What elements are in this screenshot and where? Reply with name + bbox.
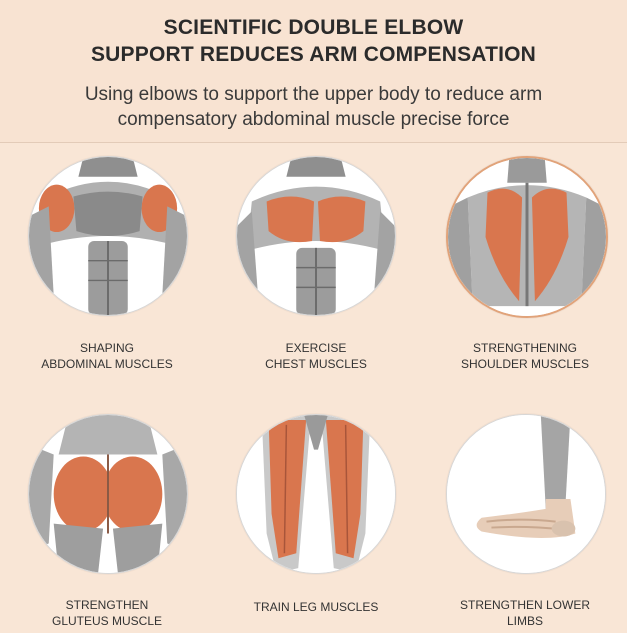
caption-line-2: LIMBS bbox=[506, 614, 543, 628]
caption-line-2: GLUTEUS MUSCLE bbox=[51, 614, 163, 628]
caption-line-2: CHEST MUSCLES bbox=[265, 357, 367, 371]
title-line-2: SUPPORT REDUCES ARM COMPENSATION bbox=[90, 43, 537, 66]
caption-line-1: STRENGTHEN bbox=[65, 598, 149, 612]
caption-line-1: STRENGTHENING bbox=[472, 341, 577, 355]
caption-line-1: EXERCISE bbox=[285, 341, 347, 355]
shoulder-muscles-illustration bbox=[446, 156, 608, 318]
subtitle-line-2: compensatory abdominal muscle precise fo… bbox=[117, 109, 510, 130]
header-banner: SCIENTIFIC DOUBLE ELBOW SUPPORT REDUCES … bbox=[0, 0, 627, 143]
caption-line-2: ABDOMINAL MUSCLES bbox=[41, 357, 173, 371]
caption-chest-muscles: EXERCISE CHEST MUSCLES bbox=[216, 340, 416, 372]
chest-muscles-illustration bbox=[236, 156, 396, 316]
abdominal-muscles-illustration bbox=[28, 156, 188, 316]
caption-line-1: SHAPING bbox=[79, 341, 134, 355]
lower-limbs-illustration bbox=[446, 414, 606, 574]
subtitle-line-1: Using elbows to support the upper body t… bbox=[84, 84, 543, 105]
caption-leg-muscles: TRAIN LEG MUSCLES bbox=[216, 599, 416, 615]
caption-line-2: SHOULDER MUSCLES bbox=[460, 357, 590, 371]
leg-muscles-illustration bbox=[236, 414, 396, 574]
title-line-1: SCIENTIFIC DOUBLE ELBOW bbox=[163, 16, 464, 39]
caption-gluteus-muscle: STRENGTHEN GLUTEUS MUSCLE bbox=[7, 597, 207, 629]
caption-line-1: STRENGTHEN LOWER bbox=[459, 598, 590, 612]
caption-abdominal-muscles: SHAPING ABDOMINAL MUSCLES bbox=[7, 340, 207, 372]
gluteus-muscle-illustration bbox=[28, 414, 188, 574]
caption-line-1: TRAIN LEG MUSCLES bbox=[253, 600, 379, 614]
caption-lower-limbs: STRENGTHEN LOWER LIMBS bbox=[425, 597, 625, 629]
caption-shoulder-muscles: STRENGTHENING SHOULDER MUSCLES bbox=[425, 340, 625, 372]
